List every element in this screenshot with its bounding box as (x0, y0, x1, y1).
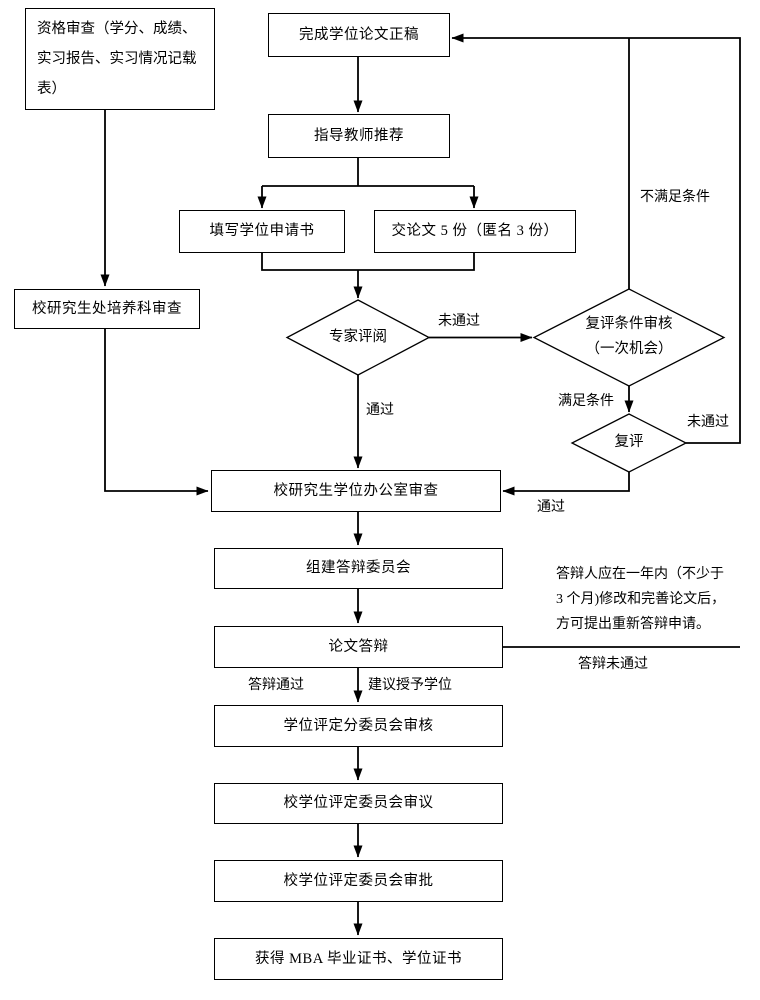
note-reapply-defense: 答辩人应在一年内（不少于 3 个月)修改和完善论文后，方可提出重新答辩申请。 (556, 567, 726, 632)
edge-label-defense-not-passed: 答辩未通过 (578, 657, 648, 672)
edge-label-expert-passed: 通过 (366, 403, 394, 418)
node-re-review-label: 复评 (614, 434, 644, 451)
node-committee-approval: 校学位评定委员会审批 (214, 860, 503, 902)
node-degree-office-review: 校研究生学位办公室审查 (211, 470, 501, 512)
node-advisor-recommendation-label: 指导教师推荐 (314, 127, 404, 144)
node-re-review: 复评 (572, 415, 686, 471)
edge-label-defense-passed: 答辩通过 (248, 678, 304, 693)
node-subcommittee-review-label: 学位评定分委员会审核 (283, 717, 434, 734)
node-obtain-certificates: 获得 MBA 毕业证书、学位证书 (214, 938, 503, 980)
node-committee-deliberation-label: 校学位评定委员会审议 (283, 795, 434, 812)
node-advisor-recommendation: 指导教师推荐 (268, 114, 450, 158)
edge-merge-bar (261, 253, 475, 271)
node-subcommittee-review: 学位评定分委员会审核 (214, 705, 503, 747)
edge-label-re-review-passed: 通过 (537, 500, 565, 515)
node-submit-thesis-copies: 交论文 5 份（匿名 3 份） (374, 210, 576, 253)
edge-label-meets-condition: 满足条件 (558, 394, 614, 409)
node-submit-thesis-copies-label: 交论文 5 份（匿名 3 份） (391, 223, 559, 240)
node-expert-review: 专家评阅 (287, 301, 429, 374)
node-complete-thesis-label: 完成学位论文正稿 (299, 26, 419, 43)
edge-label-not-meets-condition: 不满足条件 (640, 190, 710, 205)
node-obtain-certificates-label: 获得 MBA 毕业证书、学位证书 (255, 950, 462, 967)
node-degree-office-review-label: 校研究生学位办公室审查 (273, 482, 439, 499)
node-qualification-review: 资格审查（学分、成绩、实习报告、实习情况记载表） (25, 8, 215, 110)
node-fill-degree-application-label: 填写学位申请书 (209, 223, 315, 240)
node-complete-thesis: 完成学位论文正稿 (268, 13, 450, 57)
edge-label-re-review-not-passed: 未通过 (687, 415, 729, 430)
edge-training-to-office (104, 329, 209, 496)
node-training-section-review-label: 校研究生处培养科审查 (32, 300, 182, 317)
edge-re-review-to-office (502, 472, 630, 496)
edge-re-review-back-to-thesis (451, 33, 741, 444)
node-expert-review-label: 专家评阅 (329, 328, 387, 345)
node-committee-approval-label: 校学位评定委员会审批 (283, 872, 434, 889)
node-thesis-defense: 论文答辩 (214, 626, 503, 668)
node-fill-degree-application: 填写学位申请书 (179, 210, 345, 253)
node-training-section-review: 校研究生处培养科审查 (14, 289, 200, 329)
node-form-defense-committee: 组建答辩委员会 (214, 548, 503, 589)
node-committee-deliberation: 校学位评定委员会审议 (214, 783, 503, 824)
node-re-review-condition-check-label: 复评条件审核（一次机会） (585, 315, 673, 357)
edge-label-recommend-degree: 建议授予学位 (368, 678, 452, 693)
node-form-defense-committee-label: 组建答辩委员会 (306, 560, 411, 577)
node-re-review-condition-check: 复评条件审核（一次机会） (579, 291, 679, 383)
node-qualification-review-label: 资格审查（学分、成绩、实习报告、实习情况记载表） (37, 21, 197, 97)
node-thesis-defense-label: 论文答辩 (328, 638, 389, 655)
edge-label-expert-not-passed: 未通过 (438, 314, 480, 329)
